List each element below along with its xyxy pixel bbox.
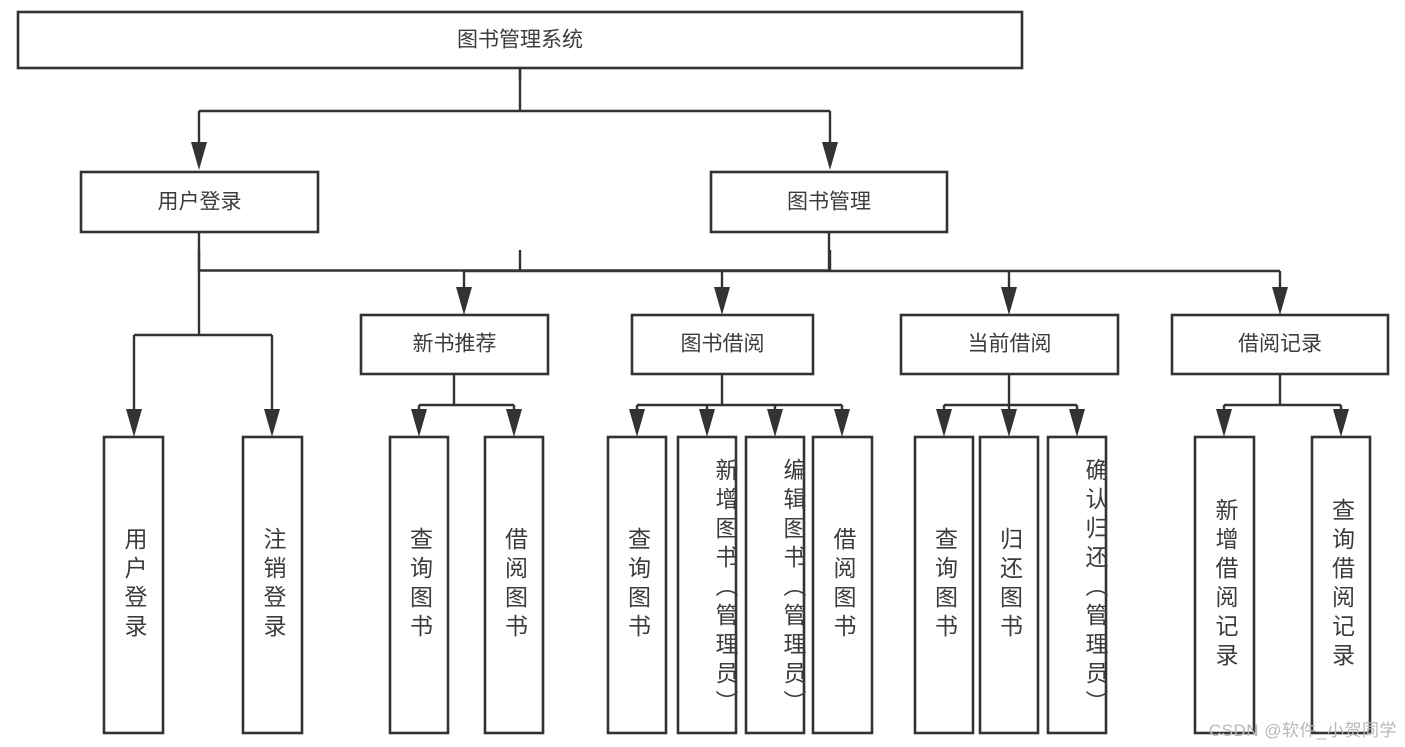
leaf-box-user-login[interactable] xyxy=(102,435,165,735)
leaf-box-borrow-book-2[interactable] xyxy=(811,435,874,735)
arrow-book-borrow xyxy=(714,287,730,315)
leaf-box-query-record[interactable] xyxy=(1310,435,1372,735)
node-book-manage-box[interactable] xyxy=(709,170,949,234)
node-user-login-label: 用户登录 xyxy=(158,191,242,214)
arrow-leaf-query-book-2 xyxy=(629,409,645,437)
arrow-leaf-confirm-return xyxy=(1069,409,1085,437)
leaf-box-logout-login[interactable] xyxy=(241,435,304,735)
arrow-leaf-query-book-1 xyxy=(411,409,427,437)
arrow-leaf-logout-login xyxy=(264,409,280,437)
node-borrow-record-box[interactable] xyxy=(1170,313,1390,376)
node-root-label: 图书管理系统 xyxy=(457,29,583,52)
arrow-leaf-add-book xyxy=(699,409,715,437)
leaf-box-return-book[interactable] xyxy=(978,435,1040,735)
arrow-leaf-user-login xyxy=(126,409,142,437)
arrow-leaf-return-book xyxy=(1001,409,1017,437)
leaf-box-confirm-return[interactable] xyxy=(1046,435,1108,735)
arrow-leaf-edit-book xyxy=(767,409,783,437)
leaf-box-query-book-2[interactable] xyxy=(606,435,668,735)
arrow-leaf-borrow-book-1 xyxy=(506,409,522,437)
leaf-box-query-book-3[interactable] xyxy=(913,435,975,735)
arrow-to-book-manage xyxy=(822,142,838,170)
arrow-to-user-login xyxy=(191,142,207,170)
arrow-borrow-record xyxy=(1272,287,1288,315)
arrow-current-borrow xyxy=(1001,287,1017,315)
leaf-box-add-book[interactable] xyxy=(676,435,738,735)
node-book-borrow-label: 图书借阅 xyxy=(681,333,765,356)
arrow-leaf-borrow-book-2 xyxy=(834,409,850,437)
leaf-box-edit-book[interactable] xyxy=(744,435,806,735)
leaf-box-add-record[interactable] xyxy=(1193,435,1256,735)
node-current-borrow-label: 当前借阅 xyxy=(968,333,1052,356)
arrow-leaf-add-record xyxy=(1216,409,1232,437)
watermark-text: CSDN @软件_小贺同学 xyxy=(1208,721,1397,740)
node-book-manage-label: 图书管理 xyxy=(787,191,871,214)
node-new-book-recommend-box[interactable] xyxy=(359,313,550,376)
arrow-new-book-recommend xyxy=(456,287,472,315)
leaf-box-borrow-book-1[interactable] xyxy=(483,435,545,735)
node-current-borrow-box[interactable] xyxy=(899,313,1120,376)
arrow-leaf-query-record xyxy=(1333,409,1349,437)
node-new-book-recommend-label: 新书推荐 xyxy=(413,333,497,356)
node-borrow-record-label: 借阅记录 xyxy=(1238,333,1322,356)
leaf-box-query-book-1[interactable] xyxy=(388,435,450,735)
arrow-leaf-query-book-3 xyxy=(936,409,952,437)
